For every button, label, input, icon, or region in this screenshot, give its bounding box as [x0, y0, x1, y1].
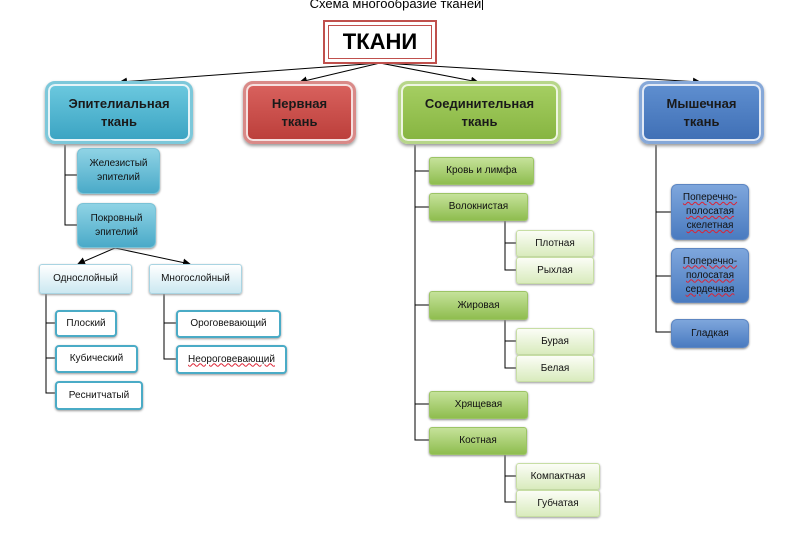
node-fat[interactable]: Жировая	[429, 291, 528, 320]
node-bone[interactable]: Костная	[429, 427, 527, 455]
page-title: Схема многообразие тканей	[0, 0, 793, 11]
node-single-layer[interactable]: Однослойный	[39, 264, 132, 294]
node-white-fat[interactable]: Белая	[516, 355, 594, 382]
node-cubic[interactable]: Кубический	[55, 345, 138, 373]
node-keratinizing[interactable]: Ороговевающий	[176, 310, 281, 338]
node-spongy-bone[interactable]: Губчатая	[516, 490, 600, 517]
node-cartilage[interactable]: Хрящевая	[429, 391, 528, 419]
node-flat[interactable]: Плоский	[55, 310, 117, 337]
node-cardiac-muscle[interactable]: Поперечно-полосатая сердечная	[671, 248, 749, 303]
category-nervous[interactable]: Нервная ткань	[243, 81, 356, 144]
node-skeletal-muscle[interactable]: Поперечно-полосатая скелетная	[671, 184, 749, 240]
node-covering-epithelium[interactable]: Покровный эпителий	[77, 203, 156, 248]
category-epithelial[interactable]: Эпителиальная ткань	[45, 81, 193, 144]
text-cursor	[482, 0, 484, 10]
root-label: ТКАНИ	[328, 25, 432, 59]
node-glandular-epithelium[interactable]: Железистый эпителий	[77, 148, 160, 194]
category-connective[interactable]: Соединительная ткань	[398, 81, 561, 144]
node-cardiac-muscle-label: Поперечно-полосатая сердечная	[682, 255, 738, 295]
node-loose[interactable]: Рыхлая	[516, 257, 594, 284]
node-compact-bone[interactable]: Компактная	[516, 463, 600, 490]
node-dense[interactable]: Плотная	[516, 230, 594, 257]
node-blood-lymph[interactable]: Кровь и лимфа	[429, 157, 534, 185]
node-ciliated[interactable]: Реснитчатый	[55, 381, 143, 410]
node-multi-layer[interactable]: Многослойный	[149, 264, 242, 294]
node-non-keratinizing-label: Неороговевающий	[188, 353, 275, 365]
root-node[interactable]: ТКАНИ	[323, 20, 437, 64]
node-non-keratinizing[interactable]: Неороговевающий	[176, 345, 287, 374]
node-fibrous[interactable]: Волокнистая	[429, 193, 528, 221]
category-muscle[interactable]: Мышечная ткань	[639, 81, 764, 144]
node-brown-fat[interactable]: Бурая	[516, 328, 594, 355]
node-skeletal-muscle-label: Поперечно-полосатая скелетная	[682, 192, 738, 231]
node-smooth-muscle[interactable]: Гладкая	[671, 319, 749, 348]
